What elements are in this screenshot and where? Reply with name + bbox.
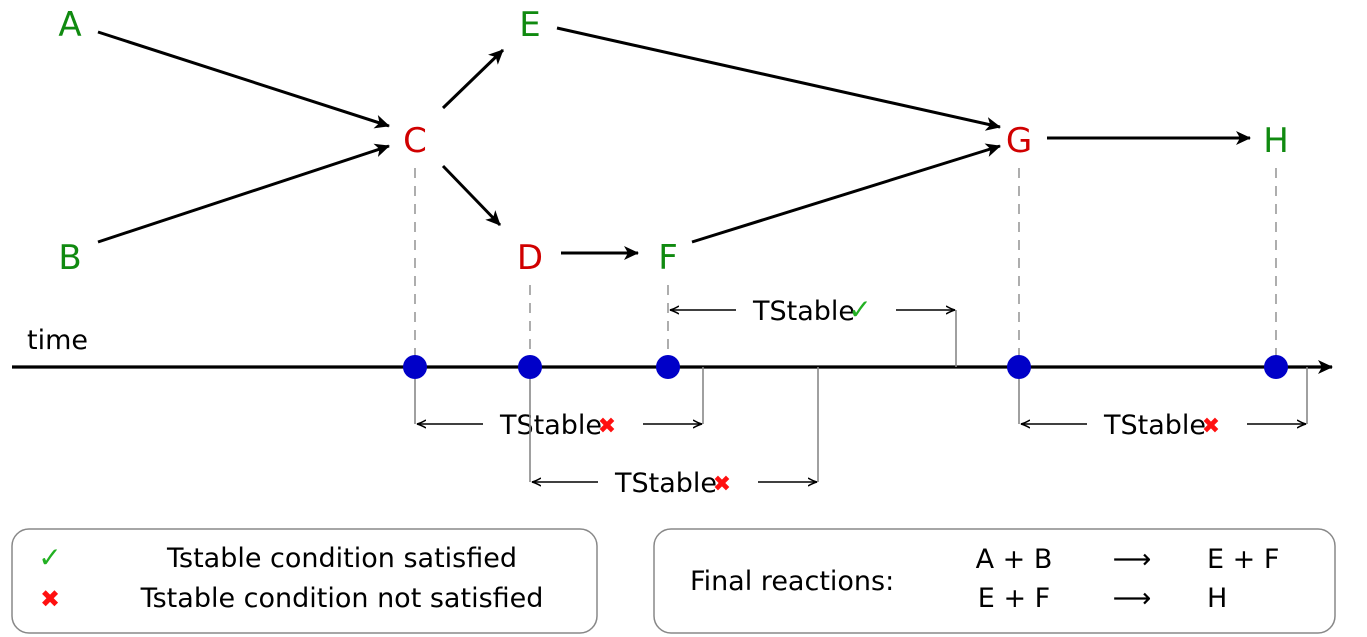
event-guides (414, 168, 1277, 359)
cross-icon: ✖ (713, 472, 731, 497)
tstable-label: TStable (752, 296, 855, 327)
reaction-arrow-A-C (97, 30, 390, 129)
reaction-2-products: H (1207, 583, 1227, 614)
tstable-bracket-F: TStable✓ (670, 293, 957, 367)
final-reactions-title: Final reactions: (690, 566, 894, 597)
tstable-label: TStable (1103, 410, 1206, 441)
reaction-1-products: E + F (1207, 544, 1279, 575)
reaction-2-arrow: ⟶ (1113, 583, 1152, 614)
species-A: A (58, 5, 81, 45)
cross-icon: ✖ (40, 585, 60, 613)
tstable-label: TStable (614, 468, 717, 499)
check-icon: ✓ (38, 541, 61, 574)
reaction-arrow-C-D (441, 164, 502, 227)
tstable-bracket-C: TStable✖ (414, 367, 704, 441)
reaction-1-arrow: ⟶ (1113, 544, 1152, 575)
reaction-1-reactants: A + B (976, 544, 1053, 575)
reaction-2-reactants: E + F (978, 583, 1050, 614)
reaction-arrow-F-G (691, 143, 1001, 244)
species-F: F (658, 238, 678, 278)
reaction-arrow-E-G (556, 26, 1001, 131)
event-dot-D (518, 355, 542, 379)
species-D: D (517, 238, 543, 278)
legend-not-satisfied-text: Tstable condition not satisfied (140, 583, 544, 614)
reaction-arrow-C-E (441, 48, 505, 110)
event-dot-G (1007, 355, 1031, 379)
cross-icon: ✖ (1202, 414, 1220, 439)
final-reactions-box: Final reactions: A + B ⟶ E + F E + F ⟶ H (653, 528, 1336, 634)
species-E: E (519, 5, 540, 45)
tstable-brackets: TStable✖TStable✖TStable✓TStable✖ (414, 293, 1308, 499)
tstable-bracket-D: TStable✖ (529, 367, 819, 499)
event-dots (403, 355, 1288, 379)
tstable-bracket-G: TStable✖ (1018, 367, 1308, 441)
cross-icon: ✖ (598, 414, 616, 439)
event-dot-C (403, 355, 427, 379)
reaction-arrows (97, 26, 1251, 260)
event-dot-F (656, 355, 680, 379)
species-H: H (1263, 121, 1289, 161)
check-icon: ✓ (848, 293, 871, 326)
legend-satisfied-text: Tstable condition satisfied (166, 543, 517, 574)
event-dot-H (1264, 355, 1288, 379)
species-C: C (403, 121, 427, 161)
species-G: G (1006, 121, 1032, 161)
species-B: B (58, 238, 81, 278)
reaction-arrow-B-C (97, 143, 390, 244)
species-nodes: A B C D E F G H (58, 5, 1288, 278)
legend-box: ✓ ✖ Tstable condition satisfied Tstable … (11, 528, 598, 634)
time-axis-label: time (27, 325, 88, 356)
tstable-label: TStable (499, 410, 602, 441)
